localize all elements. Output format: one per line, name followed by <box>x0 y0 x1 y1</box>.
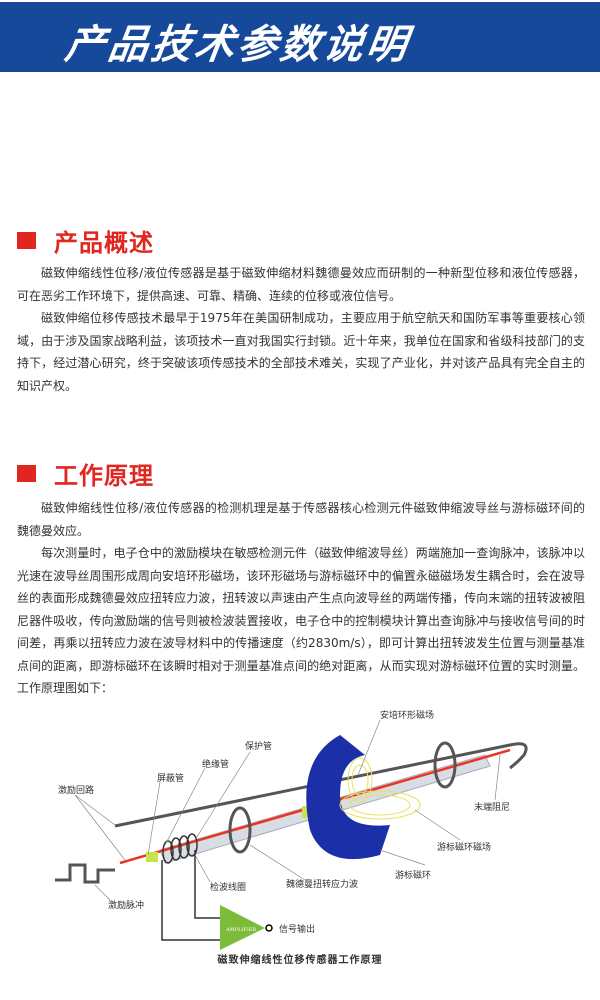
label-shield-tube: 屏蔽管 <box>157 774 185 784</box>
banner-title: 产品技术参数说明 <box>62 22 413 68</box>
magnet-field-lines <box>339 757 421 820</box>
overview-text: 磁致伸缩线性位移/液位传感器是基于磁致伸缩材料魏德曼效应而研制的一种新型位移和液… <box>17 262 585 397</box>
amplifier-triangle <box>220 905 265 950</box>
label-magnet-field: 游标磁环磁场 <box>437 843 492 853</box>
label-excite-pulse: 激励脉冲 <box>108 901 145 911</box>
diagram-caption: 磁致伸缩线性位移传感器工作原理 <box>217 955 383 966</box>
rotation-arrow-icon <box>433 741 457 789</box>
excitation-loop-wire <box>114 742 528 828</box>
pickup-coil <box>162 833 198 864</box>
label-wiedemann-wave: 魏德曼扭转应力波 <box>286 880 359 890</box>
label-end-damper: 末端阻尼 <box>474 803 511 813</box>
leader-lines <box>74 719 501 901</box>
page-banner: 产品技术参数说明 <box>0 2 600 72</box>
diagram-illustration: AMPLIFIER <box>55 719 528 950</box>
signal-output-terminal <box>265 924 273 932</box>
heading-marker-icon <box>17 464 36 482</box>
paragraph: 磁致伸缩线性位移/液位传感器是基于磁致伸缩材料魏德曼效应而研制的一种新型位移和液… <box>17 266 585 303</box>
heading-marker-icon <box>17 231 36 249</box>
working-principle-diagram: AMPLIFIER 安培环形磁场 保护管 绝缘管 屏蔽管 激励回路 末端阻尼 游… <box>40 700 560 955</box>
section-heading-overview: 产品概述 <box>17 225 154 257</box>
label-insulate-tube: 绝缘管 <box>202 760 230 770</box>
paragraph: 磁致伸缩位移传感技术最早于1975年在美国研制成功，主要应用于航空航天和国防军事… <box>17 311 585 393</box>
label-signal-out: 信号输出 <box>279 925 316 935</box>
section-heading-principle: 工作原理 <box>17 458 154 490</box>
principle-text: 磁致伸缩线性位移/液位传感器的检测机理是基于传感器核心检测元件磁致伸缩波导丝与游… <box>17 497 585 700</box>
section-title: 工作原理 <box>54 461 154 490</box>
label-ampere-field: 安培环形磁场 <box>380 711 435 721</box>
rotation-arrow-icon <box>228 806 252 854</box>
paragraph: 磁致伸缩线性位移/液位传感器的检测机理是基于传感器核心检测元件磁致伸缩波导丝与游… <box>17 501 585 538</box>
paragraph: 每次测量时，电子仓中的激励模块在敏感检测元件（磁致伸缩波导丝）两端施加一查询脉冲… <box>17 546 585 695</box>
shield-tube <box>146 852 158 862</box>
label-magnet-ring: 游标磁环 <box>395 871 432 881</box>
amplifier-label: AMPLIFIER <box>225 927 256 933</box>
excitation-pulse-shape <box>55 863 115 884</box>
label-excite-loop: 激励回路 <box>58 786 95 796</box>
label-pickup-coil: 检波线圈 <box>210 883 247 893</box>
section-title: 产品概述 <box>54 228 154 257</box>
magnet-ring <box>306 735 390 860</box>
label-protect-tube: 保护管 <box>245 742 273 752</box>
amplifier-wiring <box>161 850 220 941</box>
